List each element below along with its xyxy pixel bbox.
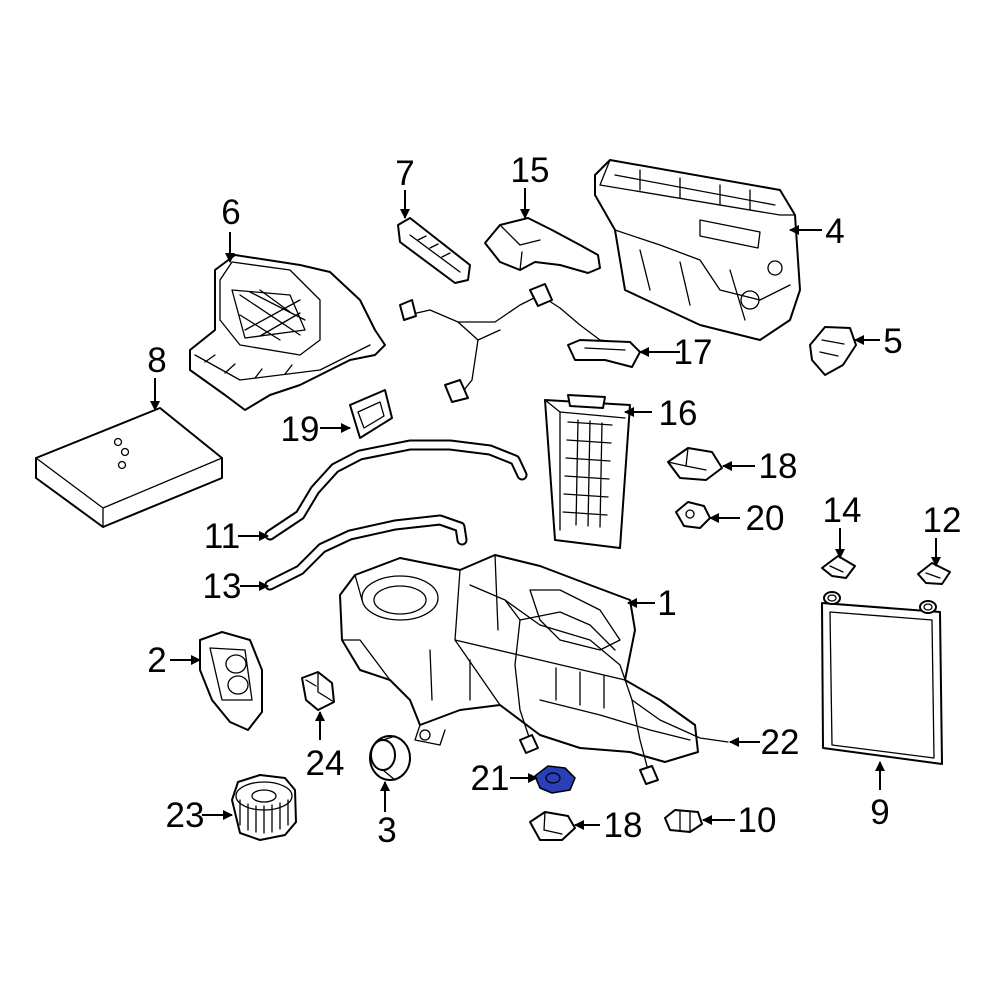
- callout-8: 8: [147, 341, 166, 380]
- part-5-actuator[interactable]: [809, 326, 857, 376]
- callout-5: 5: [883, 322, 902, 361]
- callout-22: 22: [761, 723, 800, 762]
- callout-18b: 18: [604, 806, 643, 845]
- callout-4: 4: [825, 212, 844, 251]
- part-10-sensor[interactable]: [664, 809, 703, 833]
- callout-10: 10: [738, 801, 777, 840]
- part-24-resistor[interactable]: [301, 671, 335, 711]
- part-9-heater-core[interactable]: [821, 591, 943, 765]
- callout-19: 19: [281, 410, 320, 449]
- part-8-cabin-filter[interactable]: [35, 407, 223, 528]
- part-4-upper-housing[interactable]: [594, 159, 801, 341]
- callout-13: 13: [203, 567, 242, 606]
- part-1-hvac-case[interactable]: [339, 554, 699, 763]
- part-21-highlighted-grommet[interactable]: [534, 765, 576, 794]
- callout-23: 23: [166, 796, 205, 835]
- callout-labels: 7 15 4 5 6 8 19 17 16 18 20 11 13 14 12 …: [147, 151, 961, 850]
- wire-harness-upper: [399, 283, 626, 403]
- part-12-clip[interactable]: [917, 562, 951, 585]
- callout-7: 7: [395, 154, 414, 193]
- callout-3: 3: [377, 811, 396, 850]
- part-23-blower-motor[interactable]: [231, 774, 297, 841]
- callout-15: 15: [511, 151, 550, 190]
- callout-14: 14: [823, 491, 862, 530]
- callout-1: 1: [657, 584, 676, 623]
- callout-11: 11: [204, 517, 240, 556]
- callout-18a: 18: [759, 447, 798, 486]
- part-16-heater-core-grid[interactable]: [544, 394, 631, 549]
- part-22-wire-harness[interactable]: [469, 584, 729, 785]
- part-20-grommet[interactable]: [675, 501, 711, 529]
- callout-9: 9: [870, 793, 889, 832]
- part-18-upper-sensor[interactable]: [667, 447, 723, 481]
- part-18-lower-sensor[interactable]: [529, 811, 576, 841]
- callout-6: 6: [221, 193, 240, 232]
- part-19-module[interactable]: [349, 389, 393, 439]
- callout-2: 2: [147, 641, 166, 680]
- part-2-actuator-seal[interactable]: [199, 631, 263, 731]
- leader-lines: [150, 188, 941, 830]
- part-7-bracket[interactable]: [397, 217, 471, 284]
- part-14-clip[interactable]: [821, 555, 856, 579]
- part-15-duct[interactable]: [484, 217, 601, 274]
- callout-21: 21: [471, 759, 510, 798]
- part-3-blower-hub[interactable]: [369, 735, 411, 781]
- part-13-drain-hose[interactable]: [264, 514, 468, 591]
- callout-16: 16: [659, 394, 698, 433]
- part-11-drain-hose[interactable]: [264, 439, 528, 541]
- part-6-blower-case[interactable]: [189, 254, 386, 411]
- callout-12: 12: [923, 501, 962, 540]
- callout-24: 24: [306, 744, 345, 783]
- callout-20: 20: [746, 499, 785, 538]
- callout-17: 17: [674, 333, 713, 372]
- part-17-duct-seal[interactable]: [567, 339, 641, 368]
